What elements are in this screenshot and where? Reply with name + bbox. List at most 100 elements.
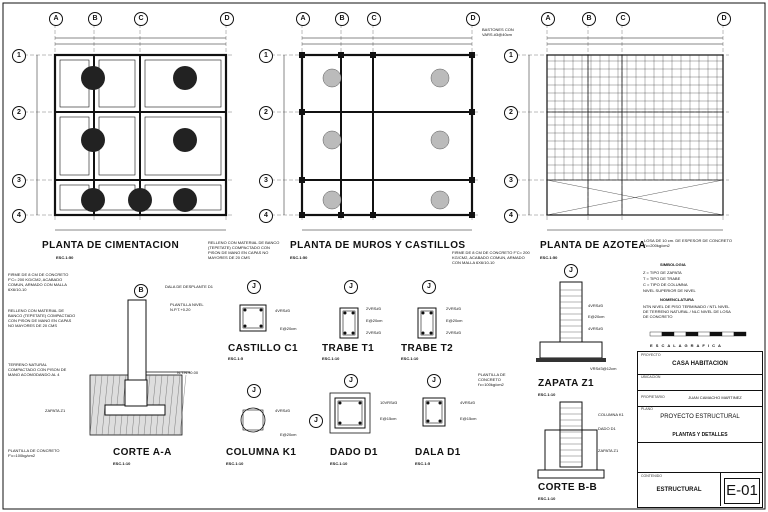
- scale-bar-seg: [733, 331, 747, 337]
- corte-aa-note-4: PLANTILLA DE CONCRETO F'c=100kg/cm2: [8, 448, 60, 458]
- axis-d-muros: D: [466, 12, 480, 26]
- plan-cimentacion: [24, 24, 232, 231]
- dala-rebar-2: E@15cm: [460, 416, 477, 421]
- simbologia-title: SIMBOLOGIA: [660, 262, 686, 267]
- rebar-dot: [243, 308, 247, 312]
- castillo-square: [469, 52, 475, 58]
- simbologia-item-3: C = TIPO DE COLUMNA: [643, 282, 688, 287]
- scale-cimentacion: ESC.1:50: [56, 255, 74, 260]
- title-dala: DALA D1: [415, 447, 461, 458]
- detail-marker-0: B: [134, 284, 148, 298]
- castillo-circle: [322, 130, 342, 150]
- axis-1-muros: 1: [259, 49, 273, 63]
- plan-outline: [546, 54, 724, 216]
- footing-circle: [173, 66, 197, 90]
- axis-a-muros: A: [296, 12, 310, 26]
- castillo-square: [299, 177, 305, 183]
- tb-proyecto: PROYECTO CASA HABITACION: [638, 352, 762, 375]
- tb-proyecto-value: CASA HABITACION: [672, 361, 728, 367]
- title-trabe-t1: TRABE T1: [322, 343, 375, 354]
- scale-corte-aa: ESC.1:10: [113, 461, 131, 466]
- title-azotea: PLANTA DE AZOTEA: [540, 240, 647, 251]
- scale-trabe-t1: ESC.1:10: [322, 356, 340, 361]
- plans-group: [24, 24, 729, 231]
- trabe-t2-section: [417, 307, 437, 339]
- rebar-dot: [351, 331, 355, 335]
- soil-hatch: [95, 374, 103, 436]
- rebar-dot: [421, 311, 425, 315]
- zapata-note: PLANTILLA DE CONCRETO f'c=100kg/cm2: [478, 372, 506, 387]
- corte-aa-wall: [127, 299, 147, 381]
- columna-rebar-2: E@20cm: [280, 432, 297, 437]
- tb-proyecto-label: PROYECTO: [641, 353, 661, 357]
- corte-aa-note-3: TERRENO NATURAL COMPACTADO CON PISON DE …: [8, 362, 67, 377]
- trabe-t1-section: [339, 307, 359, 339]
- corte-aa-note-5: DALA DE DESPLANTE D1: [165, 284, 214, 289]
- zapata-column: [559, 281, 583, 343]
- rebar-dot: [259, 308, 263, 312]
- title-trabe-t2: TRABE T2: [401, 343, 454, 354]
- castillo-square: [338, 212, 344, 218]
- title-dado: DADO D1: [330, 447, 378, 458]
- trabe-t1-rebar-3: 2VRS#3: [366, 330, 381, 335]
- trabe-t2-rebar-2: E@20cm: [446, 318, 463, 323]
- corte-aa-note-1: FIRME DE 8 CM DE CONCRETO F'C= 200 KG/CM…: [8, 272, 69, 292]
- tb-contenido: CONTENIDO ESTRUCTURAL: [638, 473, 721, 506]
- title-castillo: CASTILLO C1: [228, 343, 298, 354]
- rebar-dot: [429, 331, 433, 335]
- soil-hatch: [89, 374, 97, 436]
- axis-d-azotea: D: [717, 12, 731, 26]
- axis-4-azotea: 4: [504, 209, 518, 223]
- columna-rebar-1: 4VRS#3: [275, 408, 290, 413]
- castillo-circle: [430, 190, 450, 210]
- axis-b-cimentacion: B: [88, 12, 102, 26]
- corte-aa-note-8: N.T.N.±0.00: [177, 370, 199, 375]
- axis-1-cimentacion: 1: [12, 49, 26, 63]
- note-azotea: LOSA DE 10 cm. DE ESPESOR DE CONCRETO f'…: [644, 238, 732, 248]
- castillo-square: [299, 109, 305, 115]
- scale-bar-seg: [685, 331, 699, 337]
- detail-marker-1: J: [247, 280, 261, 294]
- castillo-circle: [430, 68, 450, 88]
- title-columna: COLUMNA K1: [226, 447, 297, 458]
- axis-3-cimentacion: 3: [12, 174, 26, 188]
- castillo-square: [469, 212, 475, 218]
- footing-circle: [128, 188, 152, 212]
- trabe-t1-section-stirrup: [342, 310, 356, 336]
- title-cimentacion: PLANTA DE CIMENTACION: [42, 240, 180, 251]
- scale-bar-seg: [661, 331, 675, 337]
- footing-circle: [173, 128, 197, 152]
- zapata-rebar-2: E@20cm: [588, 314, 605, 319]
- zapata-rebar-4: VRS#3@12cm: [590, 366, 617, 371]
- dala-rebar-1: 4VRS#3: [460, 400, 475, 405]
- castillo-rebar-1: 4VRS#3: [275, 308, 290, 313]
- scale-bar-seg: [649, 331, 663, 337]
- tb-plano-value: PROYECTO ESTRUCTURAL: [660, 414, 740, 420]
- scale-castillo: ESC.1:5: [228, 356, 244, 361]
- nomenclatura-note: NTN NIVEL DE PISO TERMINADO / NTL NIVEL …: [643, 304, 731, 319]
- tb-data-grid: [638, 442, 762, 473]
- rebar-dot: [429, 311, 433, 315]
- corte-aa-dado: [124, 379, 148, 407]
- axis-4-cimentacion: 4: [12, 209, 26, 223]
- corte-bb-column: [559, 401, 583, 468]
- rebar-dot: [338, 421, 342, 425]
- scale-muros: ESC.1:50: [290, 255, 308, 260]
- rebar-dot: [438, 419, 442, 423]
- simbologia-item-1: Z = TIPO DE ZAPATA: [643, 270, 682, 275]
- scale-dala: ESC.1:5: [415, 461, 431, 466]
- axis-2-muros: 2: [259, 106, 273, 120]
- axis-4-muros: 4: [259, 209, 273, 223]
- footing-outline: [144, 116, 222, 176]
- rebar-dot: [343, 311, 347, 315]
- trabe-t1-rebar-1: 2VRS#3: [366, 306, 381, 311]
- footing-outline: [144, 59, 222, 108]
- corte-bb-note-2: DADO D1: [598, 426, 616, 431]
- title-zapata: ZAPATA Z1: [538, 378, 595, 389]
- trabe-t2-rebar-1: 2VRS#3: [446, 306, 461, 311]
- castillo-section-stirrup: [242, 307, 264, 329]
- title-muros: PLANTA DE MUROS Y CASTILLOS: [290, 240, 466, 251]
- rebar-dot: [421, 331, 425, 335]
